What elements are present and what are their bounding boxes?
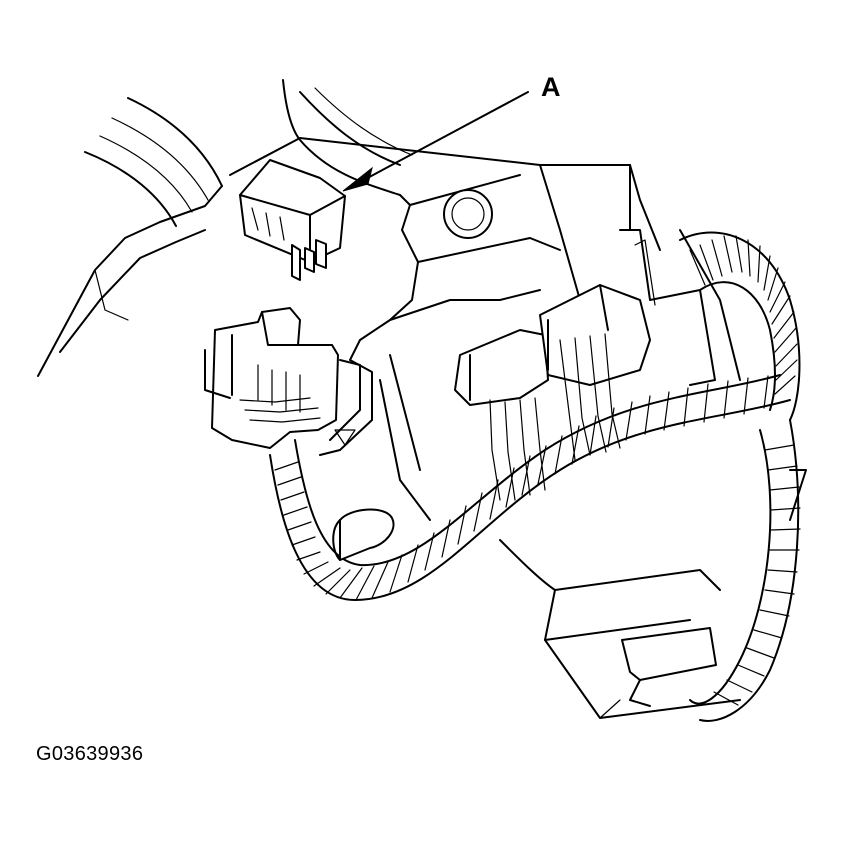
callout-label-a: A (541, 72, 561, 102)
control-unit (499, 469, 807, 719)
relay (239, 159, 346, 281)
pipe (332, 508, 395, 561)
figure-id: G03639936 (36, 743, 144, 765)
wiring-harness (269, 231, 801, 722)
mounting-bracket (229, 137, 741, 521)
right-connectors (454, 284, 651, 501)
left-connector (204, 307, 339, 449)
callout-leader (342, 91, 529, 192)
